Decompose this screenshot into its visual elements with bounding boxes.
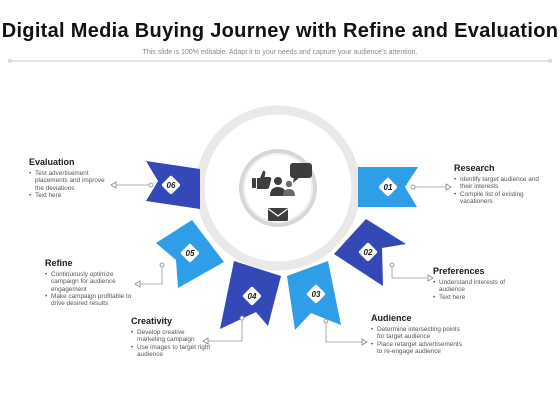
- step-block-evaluation: Evaluation Test advertisement placements…: [29, 157, 111, 199]
- step-bullet: Develop creative marketing campaign: [131, 329, 211, 344]
- step-bullet: Text here: [29, 192, 111, 200]
- arrow-03: [361, 338, 368, 346]
- connector-05: [136, 265, 163, 285]
- step-bullet: Determine intersecting points for target…: [371, 326, 466, 341]
- connector-dot-06: [148, 182, 154, 188]
- connector-dot-05: [159, 262, 165, 268]
- slide-subtitle: This slide is 100% editable. Adapt it to…: [142, 49, 418, 56]
- connector-dot-01: [410, 184, 416, 190]
- title-divider: [10, 60, 550, 62]
- step-number-02: 02: [364, 248, 373, 257]
- step-bullet: Make campaign profitable to drive desire…: [45, 293, 137, 308]
- step-title-creativity: Creativity: [131, 316, 173, 326]
- step-bullet: Continuously optimize campaign for audie…: [45, 271, 137, 293]
- connector-dot-03: [323, 318, 329, 324]
- thumbs-up-icon: [252, 170, 272, 189]
- step-ribbon-04: 04: [220, 261, 281, 329]
- connector-dot-04: [239, 315, 245, 321]
- step-bullet: Test advertisement placements and improv…: [29, 170, 111, 192]
- step-number-05: 05: [186, 249, 195, 258]
- step-title-audience: Audience: [371, 313, 412, 323]
- step-block-preferences: Preferences Understand interests of audi…: [433, 266, 523, 301]
- step-bullet: Text here: [433, 294, 523, 302]
- divider-dot-left: [8, 59, 12, 63]
- step-bullet: Use images to target right audience: [131, 344, 211, 359]
- step-bullet: Place retarget advertisements to re-enga…: [371, 341, 466, 356]
- step-title-research: Research: [454, 163, 495, 173]
- connector-02: [391, 265, 432, 279]
- people-icon: [270, 177, 295, 196]
- step-number-04: 04: [248, 292, 257, 301]
- step-block-research: Research Identify target audience and th…: [454, 163, 544, 205]
- step-title-refine: Refine: [45, 258, 73, 268]
- step-ribbon-06: 06: [146, 161, 200, 209]
- step-block-refine: Refine Continuously optimize campaign fo…: [45, 258, 137, 307]
- step-bullet: Understand interests of audience: [433, 279, 523, 294]
- step-number-01: 01: [384, 183, 393, 192]
- arrow-06: [110, 181, 117, 189]
- arrow-05: [134, 280, 141, 288]
- step-ribbon-01: 01: [358, 167, 418, 207]
- step-ribbon-02: 02: [334, 219, 406, 286]
- step-block-creativity: Creativity Develop creative marketing ca…: [131, 316, 211, 358]
- step-bullet: Compile list of existing vacationers: [454, 191, 544, 206]
- step-bullet: Identify target audience and their inter…: [454, 176, 544, 191]
- email-icon: [268, 208, 288, 221]
- chat-bubble-icon: [290, 163, 312, 183]
- step-block-audience: Audience Determine intersecting points f…: [371, 313, 466, 355]
- step-number-06: 06: [167, 181, 176, 190]
- step-title-preferences: Preferences: [433, 266, 485, 276]
- connector-dot-02: [389, 262, 395, 268]
- step-title-evaluation: Evaluation: [29, 157, 75, 167]
- slide-title: Digital Media Buying Journey with Refine…: [1, 20, 559, 42]
- step-number-03: 03: [312, 290, 321, 299]
- step-ribbon-03: 03: [287, 261, 341, 330]
- divider-dot-right: [548, 59, 552, 63]
- arrow-02: [427, 274, 434, 282]
- arrow-01: [445, 183, 452, 191]
- step-ribbon-05: 05: [156, 220, 224, 288]
- connector-04: [204, 318, 243, 342]
- connector-03: [325, 321, 366, 343]
